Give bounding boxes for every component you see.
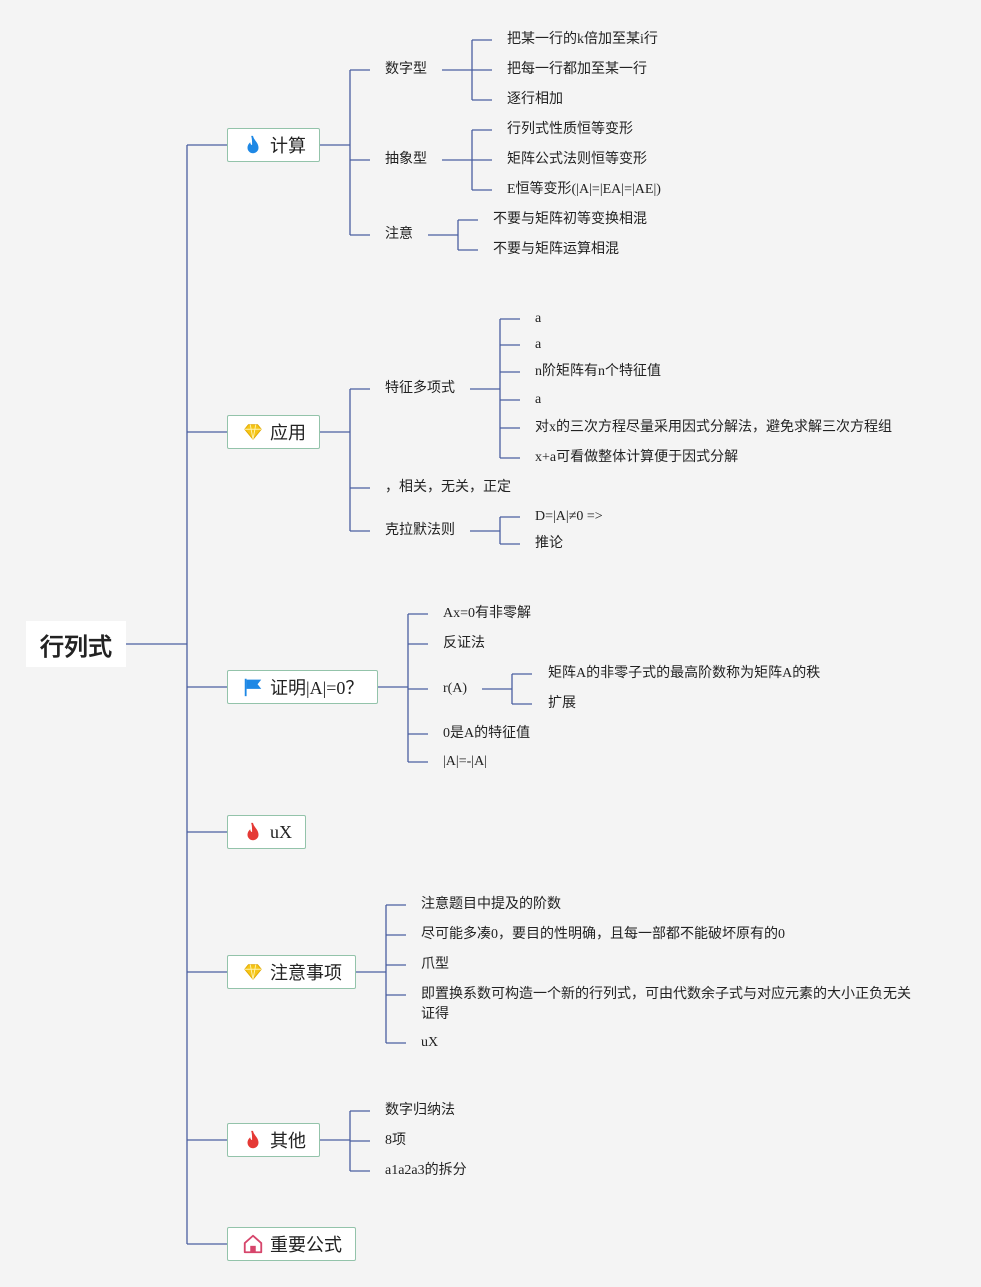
list-item[interactable]: E恒等变形(|A|=|EA|=|AE|) (507, 182, 661, 197)
list-item[interactable]: 反证法 (443, 636, 485, 651)
list-item[interactable]: uX (421, 1035, 439, 1050)
node-zhuyi[interactable]: 注意 (385, 227, 413, 242)
list-item[interactable]: a (535, 311, 542, 326)
list-item[interactable]: 扩展 (548, 696, 576, 711)
topic-label: 重要公式 (270, 1235, 342, 1255)
list-item[interactable]: 注意题目中提及的阶数 (421, 897, 561, 912)
topic-label: uX (270, 821, 292, 842)
red-flame-icon (242, 1129, 264, 1151)
list-item[interactable]: 矩阵公式法则恒等变形 (507, 152, 647, 167)
root-node[interactable]: 行列式 (26, 621, 126, 667)
list-item[interactable]: 不要与矩阵初等变换相混 (493, 212, 647, 227)
list-item[interactable]: 尽可能多凑0，要目的性明确，且每一部都不能破坏原有的0 (421, 927, 785, 942)
topic-label: 注意事项 (270, 963, 342, 983)
list-item[interactable]: 把某一行的k倍加至某i行 (507, 32, 658, 47)
list-item[interactable]: 把每一行都加至某一行 (507, 62, 647, 77)
node-shuzi[interactable]: 数字型 (385, 62, 427, 77)
home-icon (242, 1233, 264, 1255)
list-item[interactable]: |A|=-|A| (443, 754, 487, 769)
list-item[interactable]: Ax=0有非零解 (443, 606, 532, 621)
list-item[interactable]: 0是A的特征值 (443, 726, 531, 741)
list-item[interactable]: a (535, 337, 542, 352)
yellow-diamond-icon (242, 421, 264, 443)
topic-label: 应用 (270, 423, 306, 443)
node-kelamo[interactable]: 克拉默法则 (385, 523, 455, 538)
topic-calc[interactable]: 计算 (227, 128, 320, 162)
list-item[interactable]: 行列式性质恒等变形 (507, 122, 633, 137)
topic-other[interactable]: 其他 (227, 1123, 320, 1157)
topic-label: 证明|A|=0？ (270, 678, 364, 698)
topic-label: 其他 (270, 1131, 306, 1151)
node-chouxiang[interactable]: 抽象型 (385, 152, 427, 167)
node-tezheng[interactable]: 特征多项式 (385, 381, 455, 396)
topic-notes[interactable]: 注意事项 (227, 955, 356, 989)
list-item[interactable]: a1a2a3的拆分 (385, 1163, 467, 1178)
list-item[interactable]: n阶矩阵有n个特征值 (535, 364, 661, 379)
yellow-diamond-icon (242, 961, 264, 983)
list-item[interactable]: 不要与矩阵运算相混 (493, 242, 619, 257)
list-item[interactable]: 对x的三次方程尽量采用因式分解法，避免求解三次方程组 (535, 420, 892, 435)
node-rank[interactable]: r(A) (443, 681, 468, 696)
topic-ux[interactable]: uX (227, 815, 306, 849)
blue-flag-icon (242, 676, 264, 698)
topic-proof[interactable]: 证明|A|=0？ (227, 670, 378, 704)
blue-flame-icon (242, 134, 264, 156)
list-item[interactable]: x+a可看做整体计算便于因式分解 (535, 450, 739, 465)
topic-apply[interactable]: 应用 (227, 415, 320, 449)
topic-formula[interactable]: 重要公式 (227, 1227, 356, 1261)
list-item[interactable]: D=|A|≠0 => (535, 509, 603, 524)
list-item[interactable]: 逐行相加 (507, 92, 563, 107)
list-item[interactable]: 数字归纳法 (385, 1103, 455, 1118)
red-flame-icon (242, 821, 264, 843)
node-xiangguan[interactable]: ，相关，无关，正定 (385, 480, 511, 495)
topic-label: 计算 (270, 136, 306, 156)
list-item[interactable]: 爪型 (421, 957, 449, 972)
list-item[interactable]: 矩阵A的非零子式的最高阶数称为矩阵A的秩 (548, 666, 821, 681)
list-item[interactable]: 8项 (385, 1133, 406, 1148)
list-item[interactable]: 推论 (535, 536, 563, 551)
list-item[interactable]: a (535, 392, 542, 407)
list-item[interactable]: 即置换系数可构造一个新的行列式，可由代数余子式与对应元素的大小正负无关证得 (421, 987, 911, 1022)
